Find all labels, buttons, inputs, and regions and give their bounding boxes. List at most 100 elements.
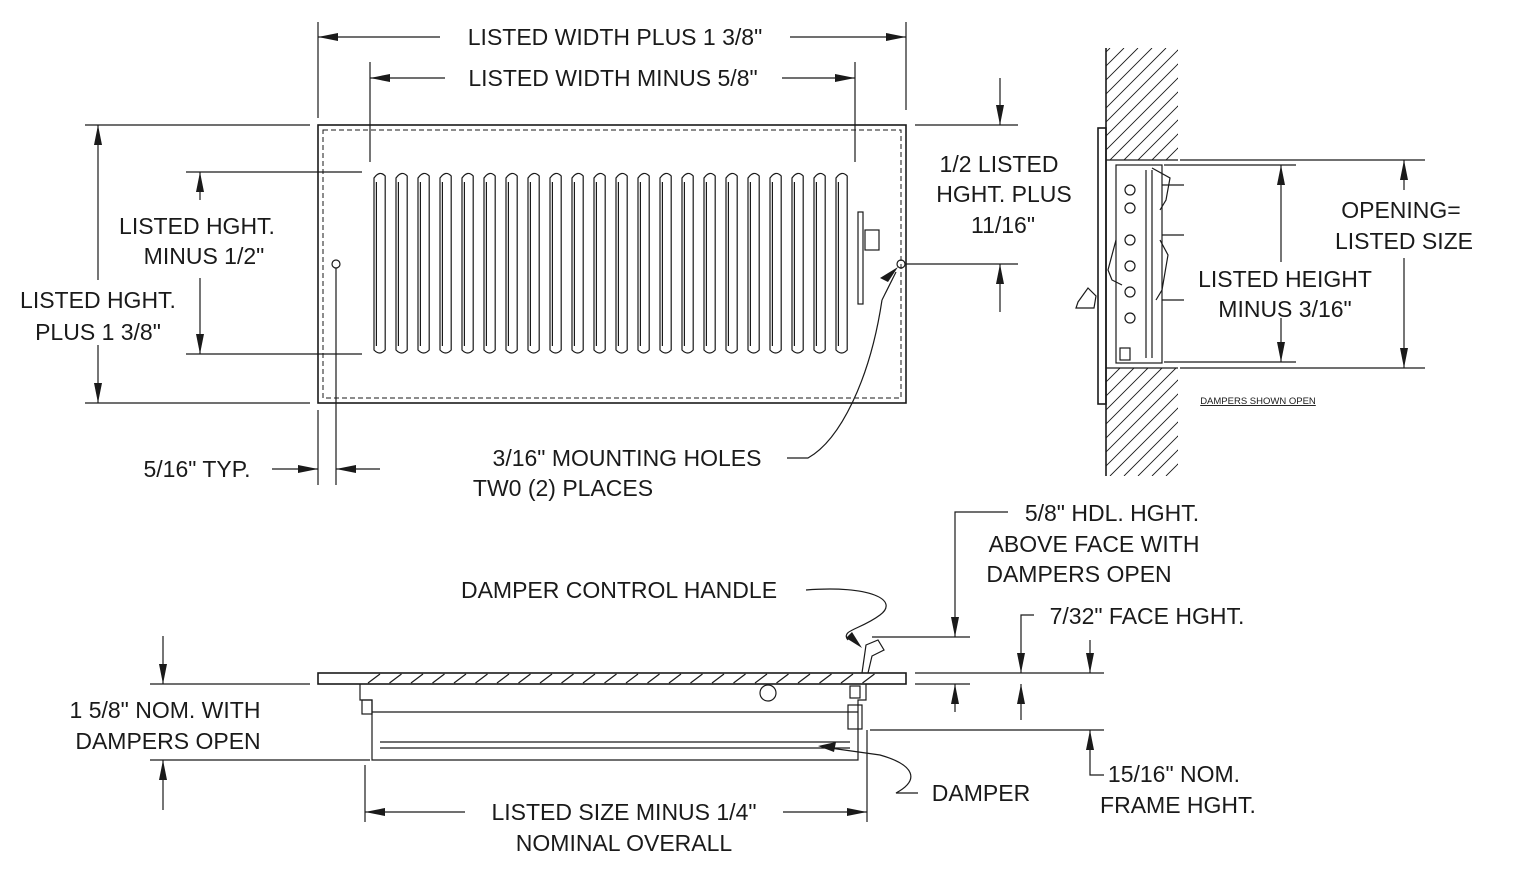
handle-slot	[857, 211, 864, 305]
dim-line	[954, 511, 1008, 637]
hatch-stroke	[1106, 368, 1135, 397]
hatch-stroke	[1123, 421, 1178, 476]
hatch-stroke	[942, 48, 1054, 160]
arrowhead	[365, 808, 385, 816]
hatch-stroke	[1137, 119, 1178, 160]
arrowhead	[1017, 684, 1025, 704]
hatch-stroke	[1208, 368, 1316, 476]
louver-edge-stroke	[561, 673, 574, 684]
damper-box	[1115, 164, 1163, 364]
half-height-label-line3: 11/16"	[971, 212, 1035, 238]
hatch-stroke	[1137, 435, 1178, 476]
louver-blade	[571, 172, 584, 354]
face-plate-side	[1097, 127, 1107, 405]
clip-left	[361, 699, 373, 715]
hatch-stroke	[984, 368, 1092, 476]
louver-blades	[373, 172, 848, 354]
arrowhead	[336, 465, 356, 473]
hatch-stroke	[1236, 48, 1348, 160]
hatch-stroke	[1390, 368, 1498, 476]
hatch-stroke	[1292, 368, 1400, 476]
hatch-stroke	[1106, 368, 1107, 369]
linkage	[1107, 239, 1123, 286]
hatch-stroke	[1306, 368, 1414, 476]
holes-leader	[787, 299, 883, 459]
hatch-stroke	[1106, 48, 1139, 81]
louver-edge-stroke	[862, 673, 875, 684]
handle-side	[1075, 287, 1097, 309]
dim-line	[1020, 614, 1034, 673]
louver-edge-stroke	[819, 673, 832, 684]
hatch-stroke	[1334, 368, 1442, 476]
arrowhead	[818, 742, 836, 752]
half-height-label-line2: HGHT. PLUS	[936, 181, 1071, 207]
louver-blade	[791, 172, 804, 354]
handle-height-label-line3: DAMPERS OPEN	[986, 561, 1171, 587]
nom-label-line1: 1 5/8" NOM. WITH	[70, 697, 261, 723]
hatch-stroke	[1250, 368, 1358, 476]
holes-label-line2: TW0 (2) PLACES	[473, 475, 653, 501]
foot	[1119, 347, 1131, 361]
louver-edge-stroke	[604, 673, 617, 684]
louver-edge-stroke	[668, 673, 682, 684]
louver-blade	[681, 172, 694, 354]
hatch-stroke	[1194, 48, 1306, 160]
hatch-stroke	[984, 48, 1096, 160]
louver-blade	[615, 172, 628, 354]
side-view: OPENING= LISTED SIZE LISTED HEIGHT MINUS…	[900, 48, 1498, 476]
hatch-stroke	[1106, 379, 1178, 453]
frame-dashed-outline	[322, 129, 902, 399]
arrowhead	[159, 760, 167, 780]
louver-edge-stroke	[733, 673, 746, 684]
arrowhead	[1277, 165, 1285, 185]
louver-edge-stroke	[367, 673, 381, 684]
half-height-label-line1: 1/2 LISTED	[940, 151, 1059, 177]
hatch-stroke	[1376, 368, 1484, 476]
arrowhead	[94, 383, 102, 403]
louver-blade	[703, 172, 716, 354]
hatch-stroke	[1236, 368, 1344, 476]
face-plate-edge	[317, 672, 907, 685]
listed-height-label-line2: MINUS 3/16"	[1218, 296, 1351, 322]
hatch-stroke	[914, 368, 1022, 476]
arrowhead	[996, 105, 1004, 125]
arrowhead	[951, 684, 959, 704]
hatch-stroke	[1264, 48, 1376, 160]
hatch-stroke	[1264, 368, 1372, 476]
hatch-stroke	[956, 48, 1068, 160]
hatch-stroke	[1165, 147, 1178, 160]
opening-label-line2: LISTED SIZE	[1335, 228, 1473, 254]
arrowhead	[159, 664, 167, 684]
nom-label-line2: DAMPERS OPEN	[75, 728, 260, 754]
louver-blade	[373, 172, 386, 354]
hatch-stroke	[1278, 368, 1386, 476]
arrowhead	[370, 74, 390, 82]
arrowhead	[94, 125, 102, 145]
hatch-stroke	[1106, 368, 1121, 383]
hatch-stroke	[900, 368, 1008, 476]
frame-height-label-line1: 15/16" NOM.	[1108, 761, 1240, 787]
arrowhead	[298, 465, 318, 473]
hatch-stroke	[1106, 48, 1167, 109]
louver-blade	[725, 172, 738, 354]
handle-tab	[864, 229, 880, 251]
hatch-stroke	[1106, 48, 1111, 53]
edge-view: 1 5/8" NOM. WITH DAMPERS OPEN LISTED SIZ…	[70, 500, 1256, 856]
face-plate-outline	[317, 124, 907, 404]
hatch-stroke	[1106, 49, 1178, 123]
louver-blade	[637, 172, 650, 354]
arrowhead	[196, 334, 204, 354]
hatch-stroke	[1123, 105, 1178, 160]
louver-edge-stroke	[690, 673, 703, 684]
hatch-stroke	[1106, 48, 1153, 95]
hatch-stroke	[1180, 368, 1288, 476]
hatch-stroke	[1376, 48, 1488, 160]
dampers-open-note: DAMPERS SHOWN OPEN	[1200, 396, 1316, 407]
hatch-stroke	[1278, 48, 1390, 160]
damper-control-handle	[861, 639, 885, 674]
arrowhead	[847, 808, 867, 816]
handle-leader	[805, 588, 887, 641]
louver-blade	[659, 172, 672, 354]
louver-edge-stroke	[582, 673, 596, 684]
arrowhead	[1400, 160, 1408, 180]
